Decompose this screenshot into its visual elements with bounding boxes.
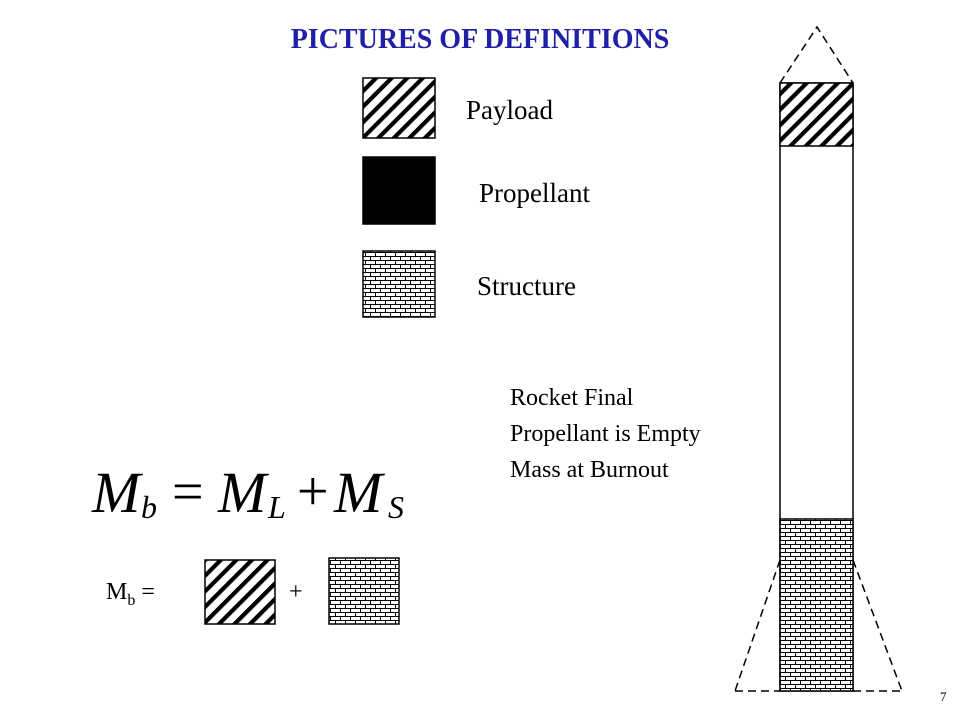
eq-lhs-sub: b xyxy=(141,489,157,525)
left-fin-edge xyxy=(734,559,781,692)
page-title: PICTURES OF DEFINITIONS xyxy=(290,24,670,55)
picture-eq-payload-swatch xyxy=(204,559,276,625)
picture-eq-m: M xyxy=(106,579,128,605)
eq-lhs-main: M xyxy=(91,460,143,525)
right-fin-edge xyxy=(852,559,903,692)
caption-line-1: Rocket Final xyxy=(510,385,634,411)
legend-label-payload: Payload xyxy=(466,95,553,125)
picture-eq-equals: = xyxy=(141,579,155,605)
structure-swatch xyxy=(362,250,436,318)
page-number: 7 xyxy=(940,689,947,704)
rocket-payload-section xyxy=(779,82,854,147)
rocket xyxy=(734,25,903,692)
eq-term1-main: M xyxy=(217,460,269,525)
picture-equation-lhs: Mb = xyxy=(106,579,155,610)
eq-term1-sub: L xyxy=(267,489,286,525)
picture-eq-structure-swatch xyxy=(328,557,400,625)
picture-eq-plus: + xyxy=(289,579,303,605)
eq-plus: + xyxy=(297,461,329,523)
propellant-swatch xyxy=(362,156,436,225)
legend-label-structure: Structure xyxy=(477,271,576,301)
mass-burnout-equation: M b = M L + M S xyxy=(91,460,404,525)
picture-eq-sub: b xyxy=(127,591,136,609)
payload-swatch xyxy=(362,77,436,139)
caption-line-3: Mass at Burnout xyxy=(510,457,669,483)
rocket-caption: Rocket Final Propellant is Empty Mass at… xyxy=(510,380,701,488)
eq-equals: = xyxy=(172,461,204,523)
legend-label-propellant: Propellant xyxy=(479,178,590,208)
rocket-nose-cone xyxy=(779,25,854,84)
rocket-structure-section xyxy=(779,518,854,692)
eq-term2-main: M xyxy=(333,460,385,525)
caption-line-2: Propellant is Empty xyxy=(510,421,701,447)
eq-term2-sub: S xyxy=(388,489,404,525)
